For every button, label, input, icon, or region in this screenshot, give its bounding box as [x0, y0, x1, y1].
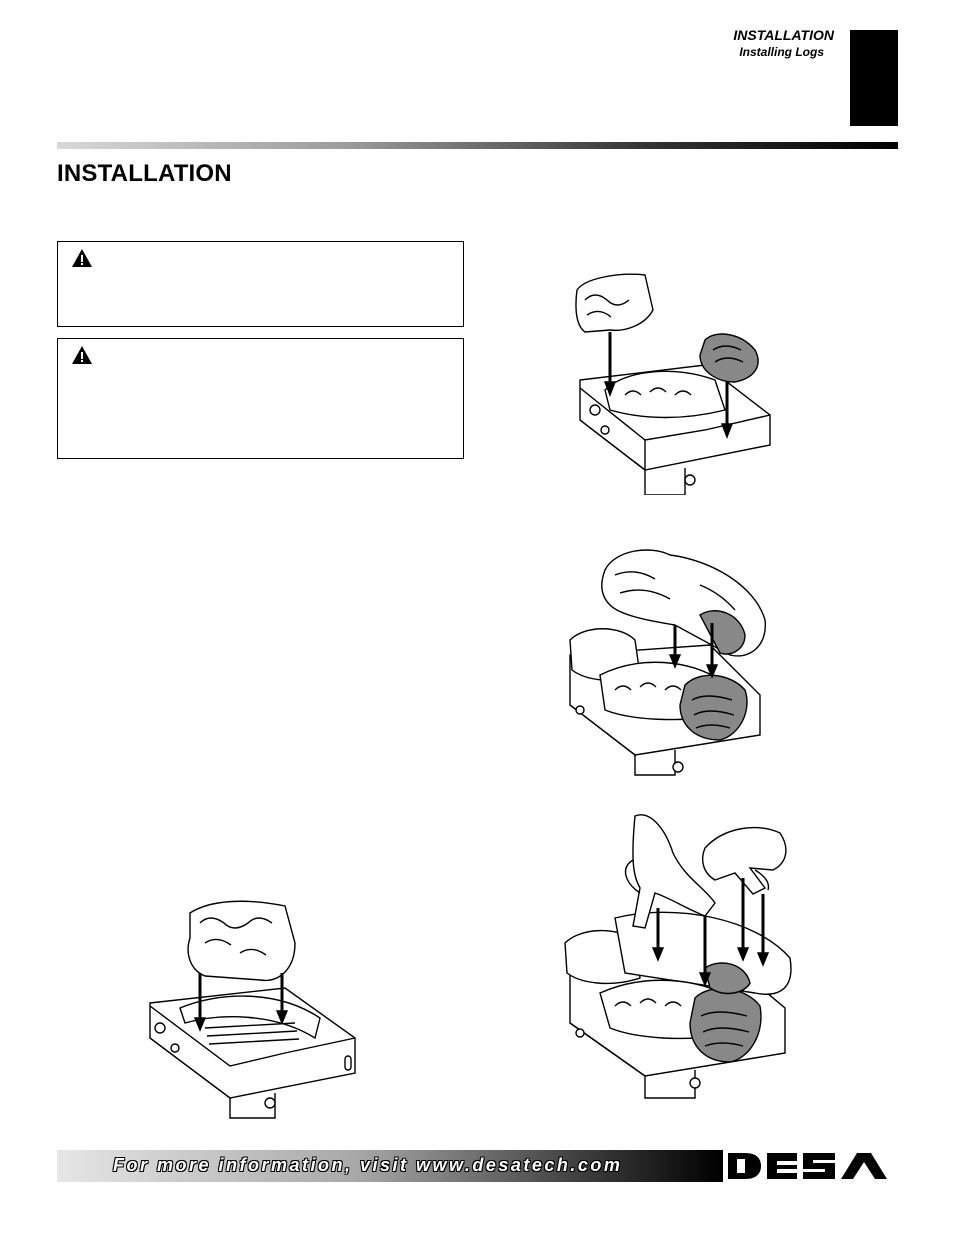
log-placement-step-1 — [575, 273, 771, 495]
log-placement-rear-log — [149, 900, 356, 1119]
log-placement-step-3 — [564, 814, 792, 1099]
burner-base-with-logs-illustration — [564, 814, 792, 1099]
running-header-subsection: Installing Logs — [739, 45, 824, 59]
warning-triangle-icon — [72, 249, 92, 267]
log-placement-step-2 — [569, 549, 766, 776]
section-tab-marker — [850, 30, 898, 126]
warning-box-2 — [57, 338, 464, 459]
page-title: INSTALLATION — [57, 160, 232, 187]
footer-bar — [57, 1150, 723, 1182]
warning-box-1 — [57, 241, 464, 327]
warning-triangle-icon — [72, 346, 92, 364]
running-header-section: INSTALLATION — [733, 27, 834, 43]
desa-logo — [723, 1150, 898, 1182]
header-rule — [57, 142, 898, 149]
footer-website-text: For more information, visit www.desatech… — [113, 1155, 623, 1175]
burner-base-with-logs-illustration — [575, 273, 771, 495]
burner-base-illustration — [149, 900, 356, 1119]
burner-base-with-logs-illustration — [569, 549, 766, 776]
